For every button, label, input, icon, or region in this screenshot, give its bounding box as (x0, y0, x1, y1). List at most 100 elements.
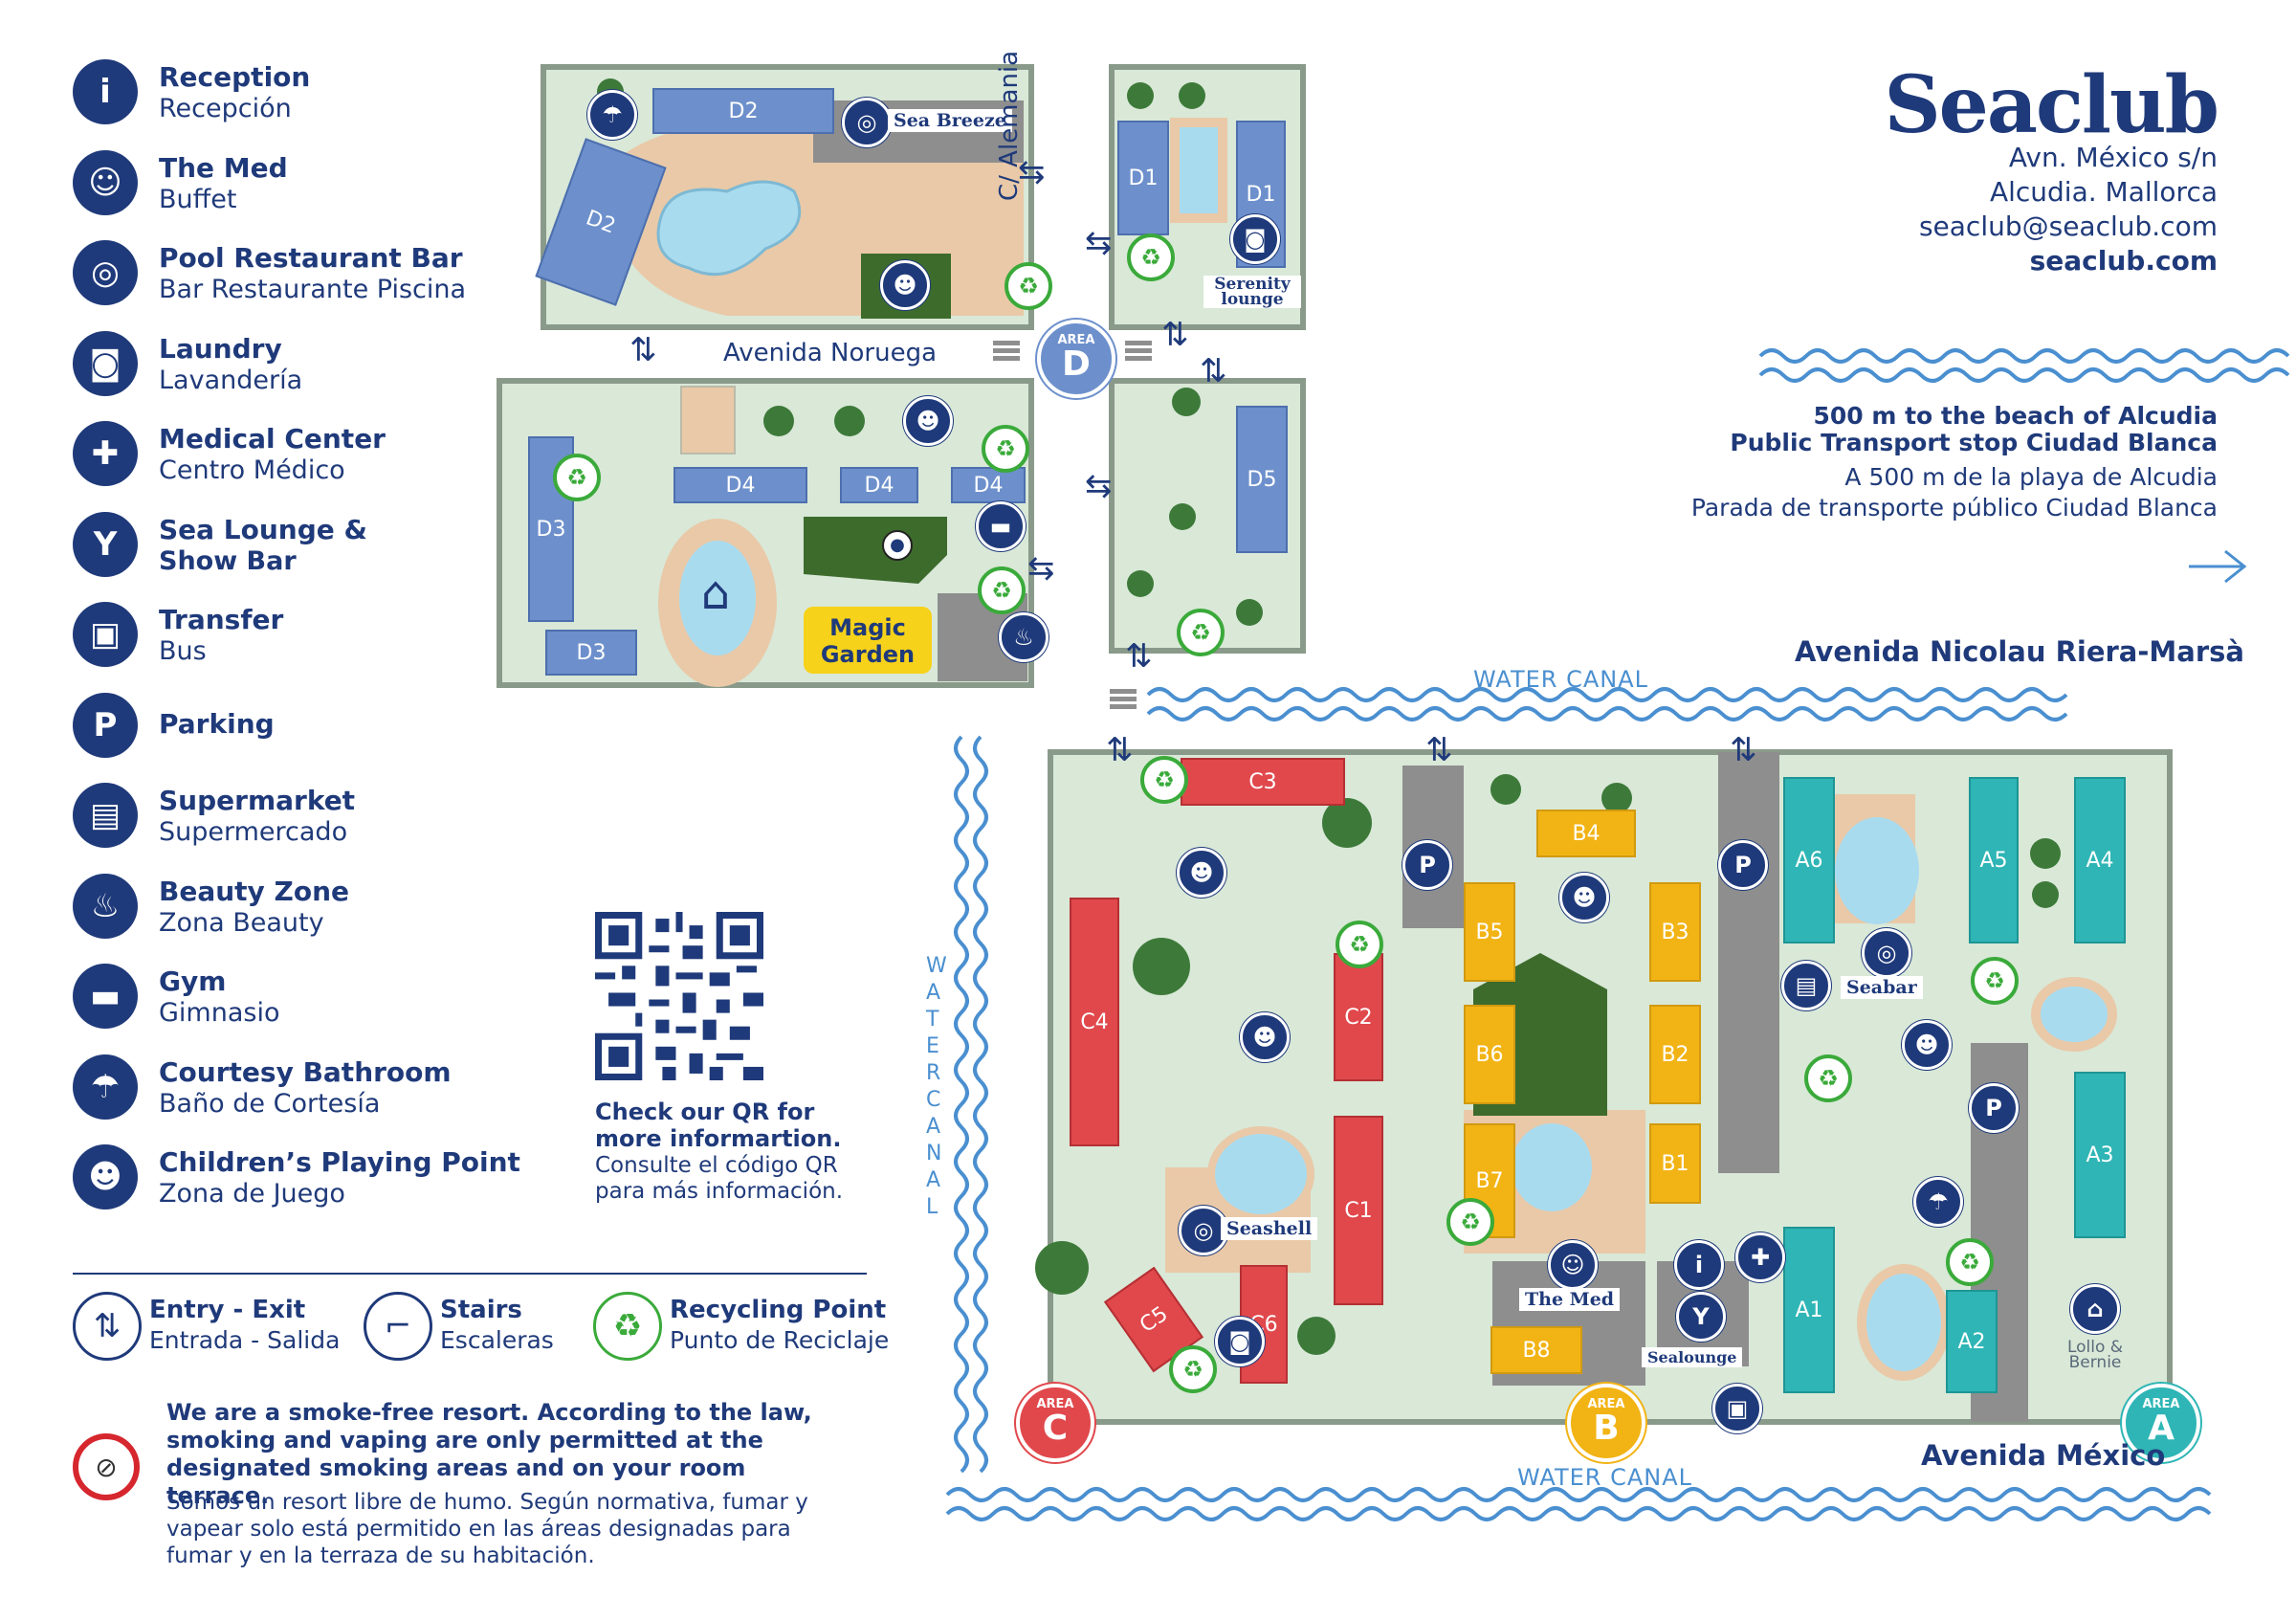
info-icon[interactable]: i (1674, 1240, 1724, 1290)
area-c-word: AREA (1036, 1397, 1074, 1411)
building-a5: A5 (1969, 777, 2019, 943)
legend-label-es: Zona Beauty (159, 907, 324, 938)
legend-label: Pool Restaurant Bar (159, 242, 463, 274)
recycling-icon: ♻ (1169, 1345, 1217, 1393)
qr-caption-es: Consulte el código QR para más informaci… (595, 1153, 844, 1204)
website-link[interactable]: seaclub.com (2029, 245, 2218, 277)
parking-icon[interactable]: P (1402, 840, 1452, 890)
entry-exit-icon: ⇆ (1085, 224, 1113, 262)
parking-icon[interactable]: P (1718, 840, 1768, 890)
email-link[interactable]: seaclub@seaclub.com (1918, 211, 2218, 242)
legend-label: Transfer (159, 604, 284, 635)
child-play-icon[interactable]: ☻ (1177, 848, 1226, 898)
massage-icon[interactable]: ♨ (999, 612, 1049, 662)
building-b2: B2 (1649, 1005, 1701, 1104)
lifeguard-icon: ⌂ (700, 566, 731, 620)
entry-exit-icon: ⇅ (73, 1292, 142, 1361)
building-d4-a: D4 (673, 467, 807, 503)
basket-icon[interactable]: ▤ (1781, 961, 1831, 1010)
recycling-icon: ♻ (1004, 262, 1052, 310)
legend-label: Beauty Zone (159, 875, 350, 907)
seashell-label: Seashell (1221, 1217, 1318, 1240)
dumbbell-icon[interactable]: ▬ (976, 501, 1026, 551)
massage-icon: ♨ (73, 873, 138, 939)
mini-legend-label-es: Escaleras (440, 1326, 554, 1354)
washing-machine-icon[interactable]: ◙ (1215, 1317, 1265, 1366)
crosswalks (993, 341, 1152, 709)
lollo-bernie-label: Lollo & Bernie (2066, 1338, 2124, 1372)
building-b3: B3 (1649, 882, 1701, 982)
building-a3: A3 (2074, 1072, 2126, 1238)
area-b-word: AREA (1587, 1397, 1625, 1411)
smoke-free-notice: We are a smoke-free resort. According to… (166, 1399, 812, 1509)
legend-label-es: Centro Médico (159, 455, 345, 485)
info-transport-stop-es: Parada de transporte público Ciudad Blan… (1690, 494, 2218, 522)
recycling-icon: ♻ (1804, 1054, 1852, 1102)
entry-exit-icon: ⇅ (1730, 731, 1757, 769)
soccer-ball-icon: ● (882, 530, 913, 561)
bus-icon: ▣ (73, 602, 138, 667)
area-c-letter: C (1042, 1409, 1069, 1448)
child-play-icon: ☻ (73, 1144, 138, 1209)
building-d4-b: D4 (840, 467, 918, 503)
legend-label-es: Zona de Juego (159, 1179, 345, 1209)
shower-icon: ☂ (73, 1054, 138, 1120)
chef-icon[interactable]: ☺ (1548, 1240, 1598, 1290)
legend-label: Laundry (159, 332, 282, 365)
recycling-icon: ♻ (1127, 233, 1175, 281)
child-play-icon[interactable]: ☻ (1902, 1020, 1952, 1070)
building-b5: B5 (1464, 882, 1515, 982)
qr-code[interactable] (595, 912, 763, 1080)
washing-machine-icon[interactable]: ◙ (1230, 214, 1280, 264)
legend-label: The Med (159, 151, 288, 184)
entry-exit-icon: ⇅ (1200, 352, 1227, 390)
info-icon: i (73, 59, 138, 124)
plate-cutlery-icon[interactable]: ◎ (842, 98, 892, 147)
plate-cutlery-icon[interactable]: ◎ (1179, 1206, 1228, 1255)
building-d1-a: D1 (1117, 121, 1169, 235)
recycling-icon: ♻ (982, 425, 1029, 473)
pool-d3-water (679, 541, 756, 655)
chef-icon: ☺ (73, 149, 138, 215)
water-canal-side: WATER CANAL (926, 954, 948, 1219)
shower-icon[interactable]: ☂ (587, 90, 637, 140)
building-a4: A4 (2074, 777, 2126, 943)
sea-breeze-label: Sea Breeze (888, 109, 1012, 132)
child-play-icon[interactable]: ☻ (903, 396, 953, 446)
plate-cutlery-icon[interactable]: ◎ (1862, 928, 1911, 978)
bus-icon[interactable]: ▣ (1712, 1384, 1762, 1433)
water-canal-bottom: WATER CANAL (1517, 1464, 1693, 1491)
mini-legend-label-es: Punto de Reciclaje (670, 1326, 890, 1354)
area-d-letter: D (1062, 344, 1091, 384)
legend-label: Supermarket (159, 785, 356, 816)
child-play-icon[interactable]: ☻ (1240, 1012, 1290, 1062)
entry-exit-icon: ⇆ (1018, 153, 1046, 191)
pool-a4 (2031, 977, 2117, 1052)
recycling-icon: ♻ (1140, 756, 1188, 804)
home-icon[interactable]: ⌂ (2070, 1284, 2120, 1334)
info-transport-stop: Public Transport stop Ciudad Blanca (1730, 429, 2218, 456)
info-beach-distance-es: A 500 m de la playa de Alcudia (1844, 463, 2218, 491)
washing-machine-icon: ◙ (73, 330, 138, 396)
mini-legend-label: Stairs (440, 1296, 522, 1324)
medical-bag-icon[interactable]: ✚ (1735, 1232, 1785, 1282)
shower-icon[interactable]: ☂ (1913, 1177, 1963, 1227)
legend-label-es: Show Bar (159, 545, 297, 576)
parking-icon[interactable]: P (1969, 1083, 2019, 1133)
recycling-icon: ♻ (1446, 1198, 1494, 1246)
child-play-icon[interactable]: ☻ (1559, 873, 1609, 922)
legend-label: Children’s Playing Point (159, 1146, 520, 1178)
entry-exit-icon: ⇆ (1085, 467, 1113, 505)
entry-exit-icon: ⇅ (1425, 731, 1453, 769)
cocktail-icon[interactable]: Y (1676, 1292, 1726, 1342)
child-play-icon[interactable]: ☻ (880, 260, 930, 310)
recycling-icon: ♻ (1946, 1238, 1994, 1286)
plate-cutlery-icon: ◎ (73, 240, 138, 305)
